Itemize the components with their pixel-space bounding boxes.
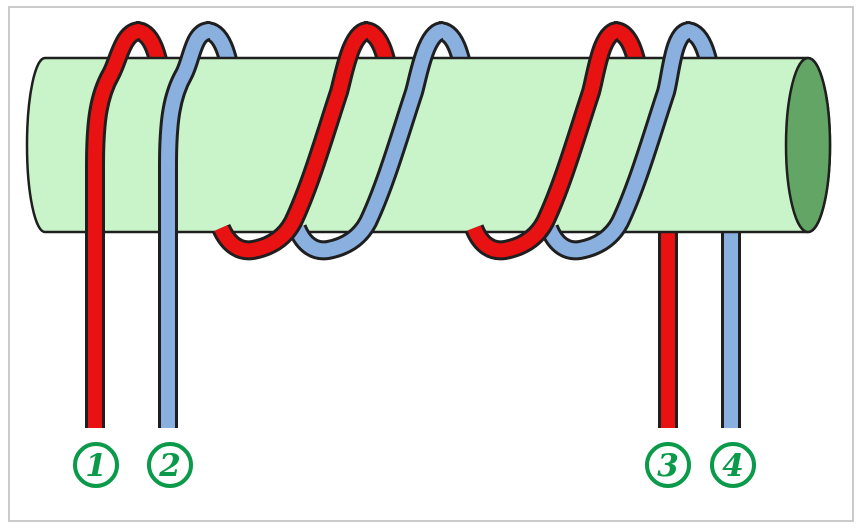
terminal-1-badge: 1 [73,442,119,488]
terminal-1-circle [73,442,119,488]
terminal-2-badge: 2 [147,442,193,488]
core-cylinder-body [25,56,832,234]
terminal-3-circle [645,442,691,488]
terminal-labels: 1 2 3 4 [73,442,756,488]
terminal-3-label: 3 [657,448,679,484]
core-end-cap [784,56,832,234]
terminal-2-label: 2 [158,448,181,484]
frame-border [8,6,854,522]
terminal-4-label: 4 [722,448,744,484]
terminal-3-badge: 3 [645,442,691,488]
terminal-2-circle [147,442,193,488]
terminal-4-badge: 4 [710,442,756,488]
core [25,56,832,234]
terminal-1-label: 1 [85,448,107,484]
terminal-4-circle [710,442,756,488]
